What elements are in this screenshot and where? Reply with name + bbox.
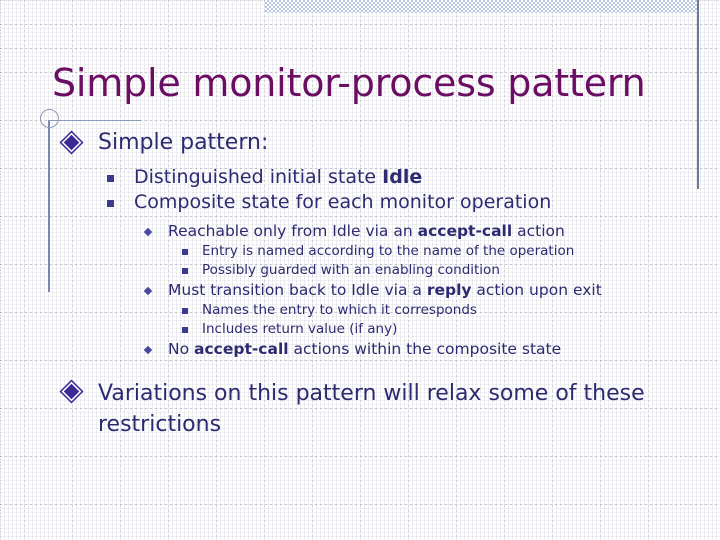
bullet-level3-text: Reachable only from Idle via an [168, 222, 418, 240]
grid-line-horizontal [0, 360, 720, 361]
grid-line-vertical [312, 0, 313, 540]
bullet-level2-emphasis: Idle [382, 166, 423, 188]
grid-line-vertical [360, 0, 361, 540]
grid-line-horizontal [0, 120, 720, 121]
diamond-small-bullet-icon [143, 286, 153, 296]
grid-line-vertical [456, 0, 457, 540]
bullet-level4-text: Includes return value (if any) [202, 321, 398, 337]
decorative-circle-icon [40, 109, 59, 128]
grid-line-horizontal [0, 408, 720, 409]
grid-line-horizontal [0, 24, 720, 25]
bullet-level3-text: No [168, 340, 195, 358]
grid-line-vertical [504, 0, 505, 540]
grid-line-vertical [168, 0, 169, 540]
grid-line-horizontal [0, 456, 720, 457]
grid-line-horizontal [0, 216, 720, 217]
bullet-level3-text-tail: action [512, 222, 565, 240]
bullet-level4-text: Entry is named according to the name of … [202, 243, 575, 259]
grid-line-horizontal [0, 312, 720, 313]
bullet-level1-text: Simple pattern: [98, 130, 269, 155]
bullet-level3-emphasis: accept-call [194, 340, 289, 358]
grid-line-vertical [24, 0, 25, 540]
bullet-level4: Entry is named according to the name of … [62, 242, 702, 261]
grid-line-vertical [264, 0, 265, 540]
decorative-vertical-rule-left [48, 120, 50, 292]
bullet-level1: Variations on this pattern will relax so… [62, 378, 702, 440]
bullet-level3-text-tail: action upon exit [471, 281, 602, 299]
grid-line-horizontal [0, 48, 720, 49]
spacer [62, 360, 702, 378]
bullet-level3: No accept-call actions within the compos… [62, 339, 702, 360]
grid-line-horizontal [0, 264, 720, 265]
bullet-level2-text: Distinguished initial state [134, 166, 383, 188]
grid-line-vertical [72, 0, 73, 540]
square-small-bullet-icon [182, 268, 188, 274]
bullet-level3-text: Must transition back to Idle via a [168, 281, 427, 299]
grid-line-horizontal [0, 504, 720, 505]
decorative-checkered-band [265, 0, 697, 13]
square-small-bullet-icon [182, 327, 188, 333]
grid-line-horizontal [0, 168, 720, 169]
decorative-vertical-rule-right [697, 0, 699, 189]
grid-line-vertical [216, 0, 217, 540]
square-small-bullet-icon [182, 308, 188, 314]
bullet-level2: Distinguished initial state Idle [62, 165, 702, 190]
bullet-level3: Must transition back to Idle via a reply… [62, 280, 702, 301]
bullet-level3-emphasis: reply [426, 281, 472, 299]
grid-line-vertical [408, 0, 409, 540]
bullet-level2: Composite state for each monitor operati… [62, 190, 702, 215]
diamond-small-bullet-icon [143, 345, 153, 355]
slide-body: Simple pattern: Distinguished initial st… [62, 129, 702, 442]
bullet-level1: Simple pattern: [62, 129, 702, 157]
page-title: Simple monitor-process pattern [52, 61, 646, 105]
grid-line-vertical [600, 0, 601, 540]
bullet-level2-text: Composite state for each monitor operati… [134, 191, 552, 213]
bullet-level4: Names the entry to which it corresponds [62, 301, 702, 320]
diamond-small-bullet-icon [143, 227, 153, 237]
bullet-level4-text: Possibly guarded with an enabling condit… [202, 262, 500, 278]
bullet-level4: Possibly guarded with an enabling condit… [62, 261, 702, 280]
bullet-level3-text-tail: actions within the composite state [288, 340, 562, 358]
bullet-level4: Includes return value (if any) [62, 320, 702, 339]
diamond-bullet-icon [63, 383, 80, 400]
square-small-bullet-icon [182, 249, 188, 255]
grid-line-horizontal [0, 72, 720, 73]
bullet-level4-text: Names the entry to which it corresponds [202, 302, 477, 318]
square-bullet-icon [107, 200, 114, 207]
bullet-level1-text: Variations on this pattern will relax so… [98, 381, 645, 437]
square-bullet-icon [107, 175, 114, 182]
grid-line-vertical [552, 0, 553, 540]
grid-line-vertical [120, 0, 121, 540]
bullet-level3-emphasis: accept-call [417, 222, 513, 240]
bullet-level3: Reachable only from Idle via an accept-c… [62, 221, 702, 242]
grid-line-vertical [648, 0, 649, 540]
diamond-bullet-icon [63, 134, 80, 151]
title-underline [48, 120, 141, 121]
